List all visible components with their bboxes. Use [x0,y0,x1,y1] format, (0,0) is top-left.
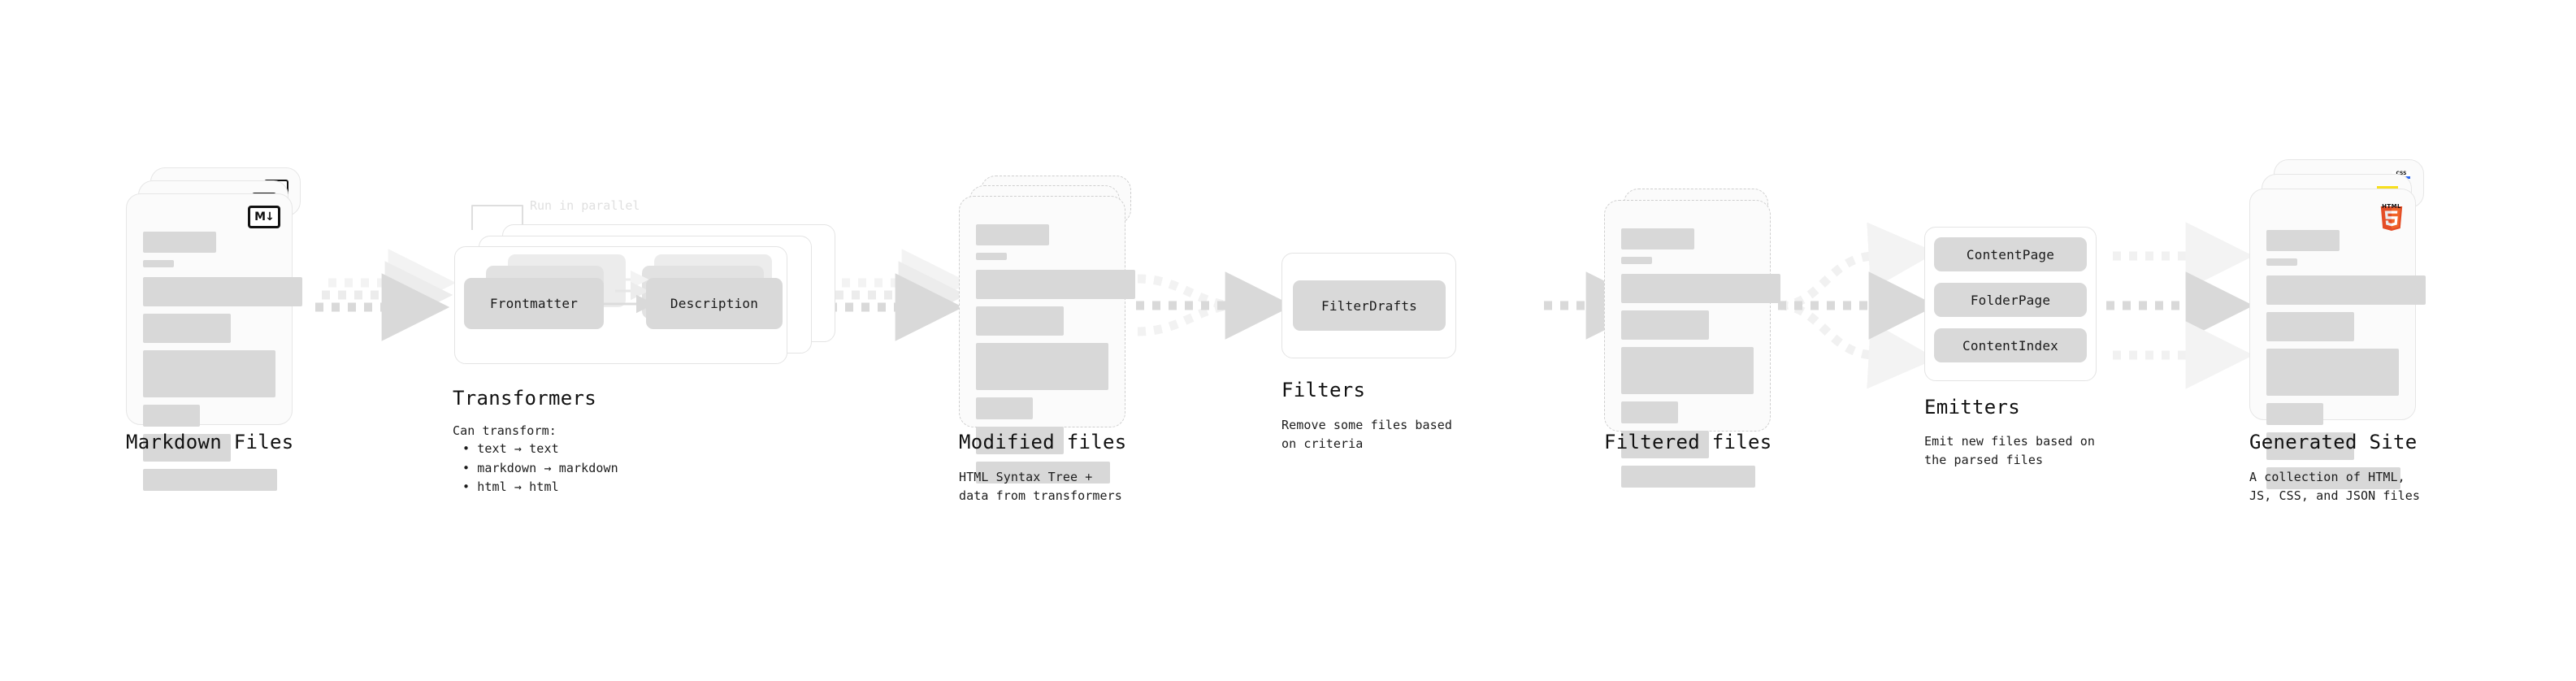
transformer-chip-frontmatter-label: Frontmatter [489,296,579,311]
css3-icon-label: CSS [2396,171,2407,176]
markdown-files-heading: Markdown Files [126,431,294,453]
modified-file-card-front[interactable] [959,196,1135,484]
doc-skeleton-line [976,427,1064,454]
doc-skeleton-line [2266,467,2400,489]
doc-skeleton-line [2266,349,2399,396]
connector-markdown-to-transformers [315,249,457,341]
emitter-chip-contentpage[interactable]: ContentPage [1934,237,2087,271]
doc-skeleton-line [143,434,231,462]
doc-skeleton-line [143,232,216,253]
doc-skeleton-line [1621,310,1709,340]
markdown-file-card-front[interactable]: M↓ [126,193,302,491]
doc-skeleton-line [143,277,302,306]
filtered-file-card-front[interactable] [1604,200,1780,488]
filtered-files-heading: Filtered files [1604,431,1772,453]
doc-skeleton-line [1621,257,1652,264]
doc-skeleton-line [976,270,1135,299]
connector-transformers-to-modified [829,249,970,341]
emitter-chip-contentpage-label: ContentPage [1966,246,2055,262]
emitter-chip-contentindex-label: ContentIndex [1962,337,2058,354]
filter-chip-filterdrafts-label: FilterDrafts [1321,297,1417,314]
doc-skeleton-line [976,224,1049,245]
modified-doc-skeleton-lines [976,224,1135,491]
doc-skeleton-line [143,314,231,343]
doc-skeleton-line [143,405,200,427]
emitter-chip-folderpage[interactable]: FolderPage [1934,283,2087,317]
transformers-heading: Transformers [453,387,596,410]
doc-skeleton-line [1621,466,1755,488]
doc-skeleton-line [976,253,1007,260]
modified-files-heading: Modified files [959,431,1127,453]
generated-site-doc-skeleton-lines [2266,230,2426,497]
doc-skeleton-line [2266,258,2297,266]
filtered-doc-skeleton-lines [1621,228,1780,495]
transformer-chip-frontmatter[interactable]: Frontmatter [464,278,604,329]
doc-skeleton-line [976,306,1064,336]
run-in-parallel-label: Run in parallel [530,198,640,213]
doc-skeleton-line [143,469,277,491]
doc-skeleton-line [2266,403,2323,425]
modified-files-caption: HTML Syntax Tree + data from transformer… [959,470,1122,503]
transformer-chip-description[interactable]: Description [646,278,783,329]
filters-heading: Filters [1281,379,1366,401]
doc-skeleton-line [143,350,275,397]
doc-skeleton-line [1621,431,1709,458]
emitter-chip-contentindex[interactable]: ContentIndex [1934,328,2087,362]
connector-emitters-to-site [2106,222,2254,389]
doc-skeleton-line [976,343,1108,390]
emitter-chip-folderpage-label: FolderPage [1970,292,2051,308]
connector-filtered-to-emitters [1778,222,1937,389]
generated-site-heading: Generated Site [2249,431,2418,453]
doc-skeleton-line [1621,274,1780,303]
transformers-bullet-0: • text → text [462,441,559,456]
transformers-bullet-2: • html → html [462,479,559,495]
doc-skeleton-line [976,462,1110,484]
transformers-bullet-1: • markdown → markdown [462,460,618,475]
filter-chip-filterdrafts[interactable]: FilterDrafts [1293,280,1446,331]
emitters-heading: Emitters [1924,396,2020,419]
doc-skeleton-line [143,260,174,267]
transformers-caption: Can transform: [453,423,557,438]
doc-skeleton-line [2266,312,2354,341]
transformer-chip-description-label: Description [670,296,759,311]
markdown-doc-skeleton-lines [143,232,302,498]
transformers-bullet-list: • text → text • markdown → markdown • ht… [453,440,618,497]
markdown-icon: M↓ [248,206,280,228]
generated-site-caption: A collection of HTML, JS, CSS, and JSON … [2249,470,2421,503]
generated-site-card-front[interactable]: HTML [2249,189,2426,489]
doc-skeleton-line [1621,401,1678,423]
doc-skeleton-line [2266,432,2354,460]
doc-skeleton-line [1621,228,1694,249]
doc-skeleton-line [1621,347,1754,394]
html5-icon: HTML [2379,197,2404,233]
markdown-icon-label: M↓ [248,206,280,228]
filters-caption: Remove some files based on criteria [1281,418,1453,451]
doc-skeleton-line [976,397,1033,419]
doc-skeleton-line [2266,230,2340,251]
html5-icon-shape: HTML [2379,203,2404,233]
connector-modified-to-filters [1136,271,1294,340]
emitters-caption: Emit new files based on the parsed files [1924,434,2096,467]
doc-skeleton-line [2266,275,2426,305]
html5-icon-label: HTML [2382,203,2401,210]
